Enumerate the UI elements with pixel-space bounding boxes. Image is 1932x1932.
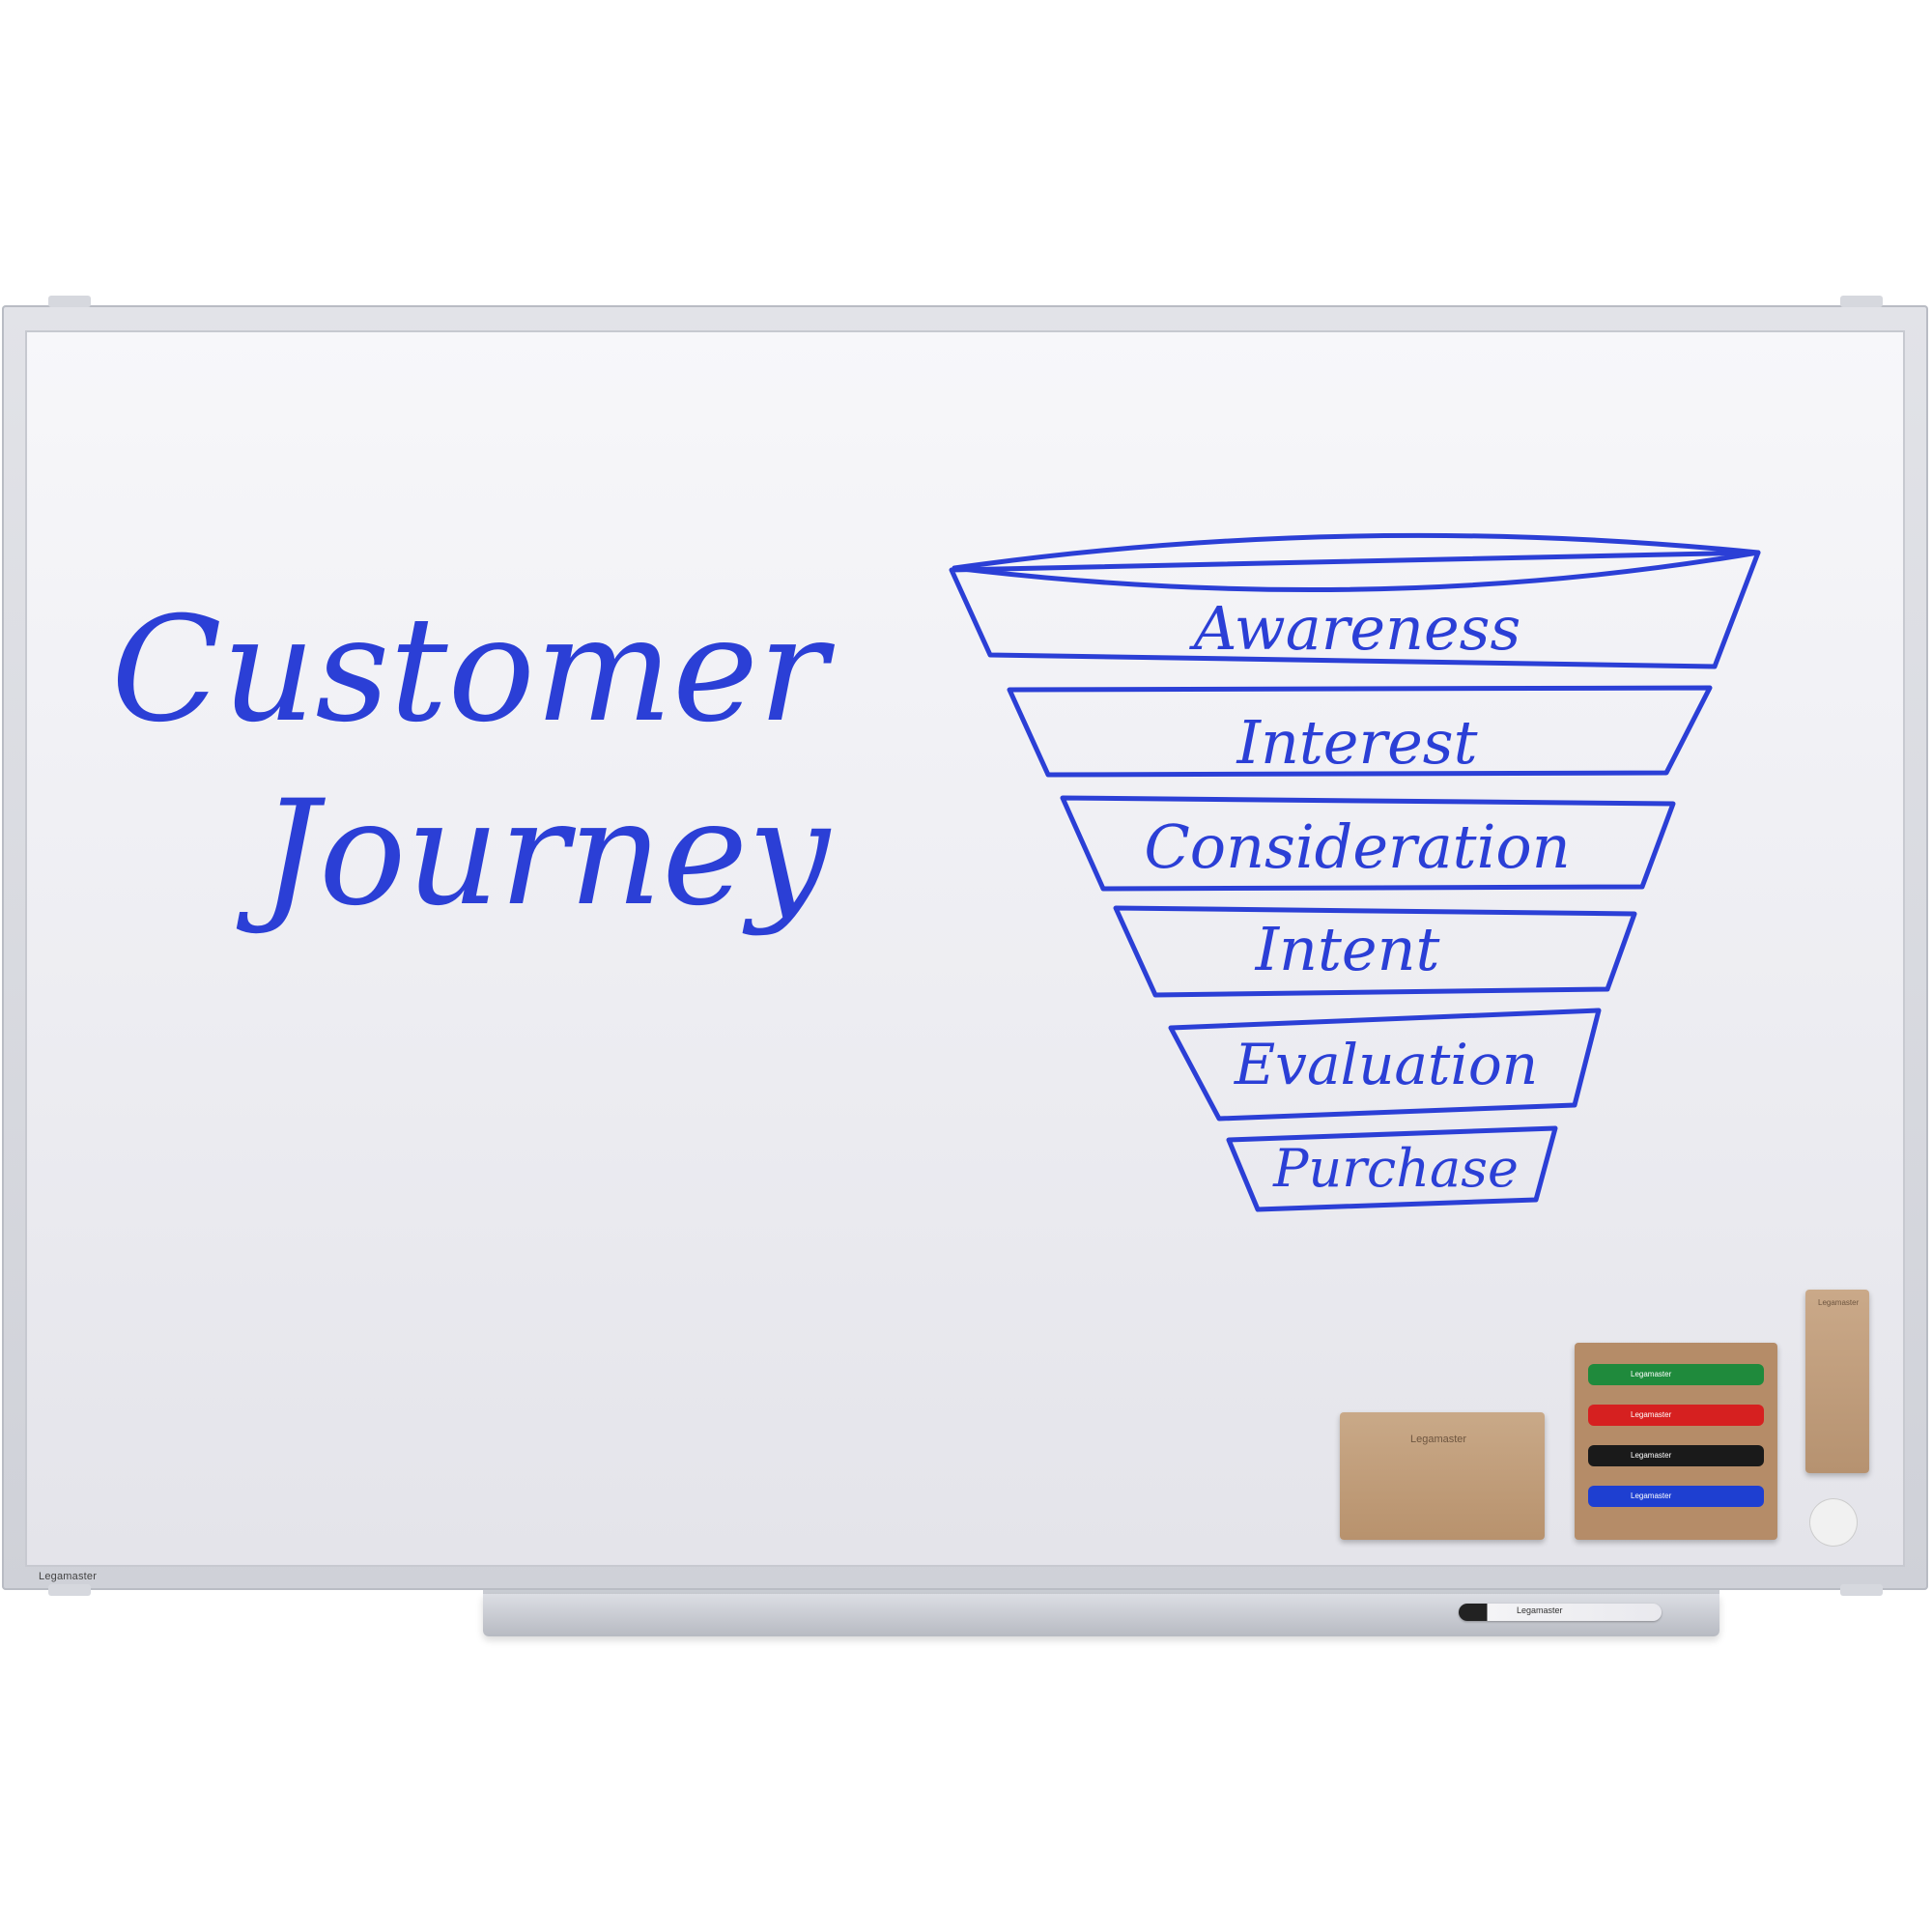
frame-corner-cap	[1840, 296, 1883, 307]
marker-holder: Legamaster Legamaster Legamaster Legamas…	[1575, 1343, 1777, 1540]
frame-corner-cap	[1840, 1584, 1883, 1596]
funnel-stage-awareness: Awareness	[1189, 593, 1521, 664]
funnel-tier-evaluation	[1168, 1008, 1602, 1122]
frame-corner-cap	[48, 1584, 91, 1596]
title-line-customer: Customer	[111, 586, 836, 754]
funnel-stage-interest: Interest	[1236, 707, 1477, 778]
eraser-strip-brand: Legamaster	[1818, 1298, 1860, 1307]
funnel-tier-awareness	[949, 550, 1761, 669]
funnel-stage-purchase: Purchase	[1272, 1138, 1519, 1199]
eraser-box-brand: Legamaster	[1410, 1434, 1467, 1445]
pen-tray-lip	[483, 1590, 1719, 1596]
tray-marker[interactable]	[1459, 1604, 1662, 1621]
tray-marker-brand: Legamaster	[1517, 1605, 1563, 1615]
funnel-stage-evaluation: Evaluation	[1234, 1032, 1538, 1097]
marker-label: Legamaster	[1631, 1451, 1672, 1460]
title-line-journey: Journey	[236, 770, 832, 938]
marker-label: Legamaster	[1631, 1370, 1672, 1378]
brand-label: Legamaster	[39, 1571, 98, 1582]
funnel-tier-consideration	[1060, 795, 1676, 892]
frame-corner-cap	[48, 296, 91, 307]
marker-green[interactable]	[1588, 1364, 1764, 1385]
marker-label: Legamaster	[1631, 1492, 1672, 1500]
magnetic-eraser-box[interactable]	[1340, 1412, 1545, 1540]
marker-black[interactable]	[1588, 1445, 1764, 1466]
funnel-stage-consideration: Consideration	[1144, 811, 1570, 882]
funnel-drawing	[949, 532, 1761, 1212]
marker-label: Legamaster	[1631, 1410, 1672, 1419]
funnel-tier-interest	[1007, 685, 1713, 778]
funnel-tier-purchase	[1226, 1125, 1558, 1212]
funnel-stage-intent: Intent	[1255, 914, 1440, 984]
marker-red[interactable]	[1588, 1405, 1764, 1426]
quality-seal-icon	[1810, 1499, 1857, 1546]
marker-blue[interactable]	[1588, 1486, 1764, 1507]
funnel-tier-intent	[1113, 905, 1637, 998]
magnetic-eraser-strip[interactable]	[1805, 1290, 1869, 1473]
